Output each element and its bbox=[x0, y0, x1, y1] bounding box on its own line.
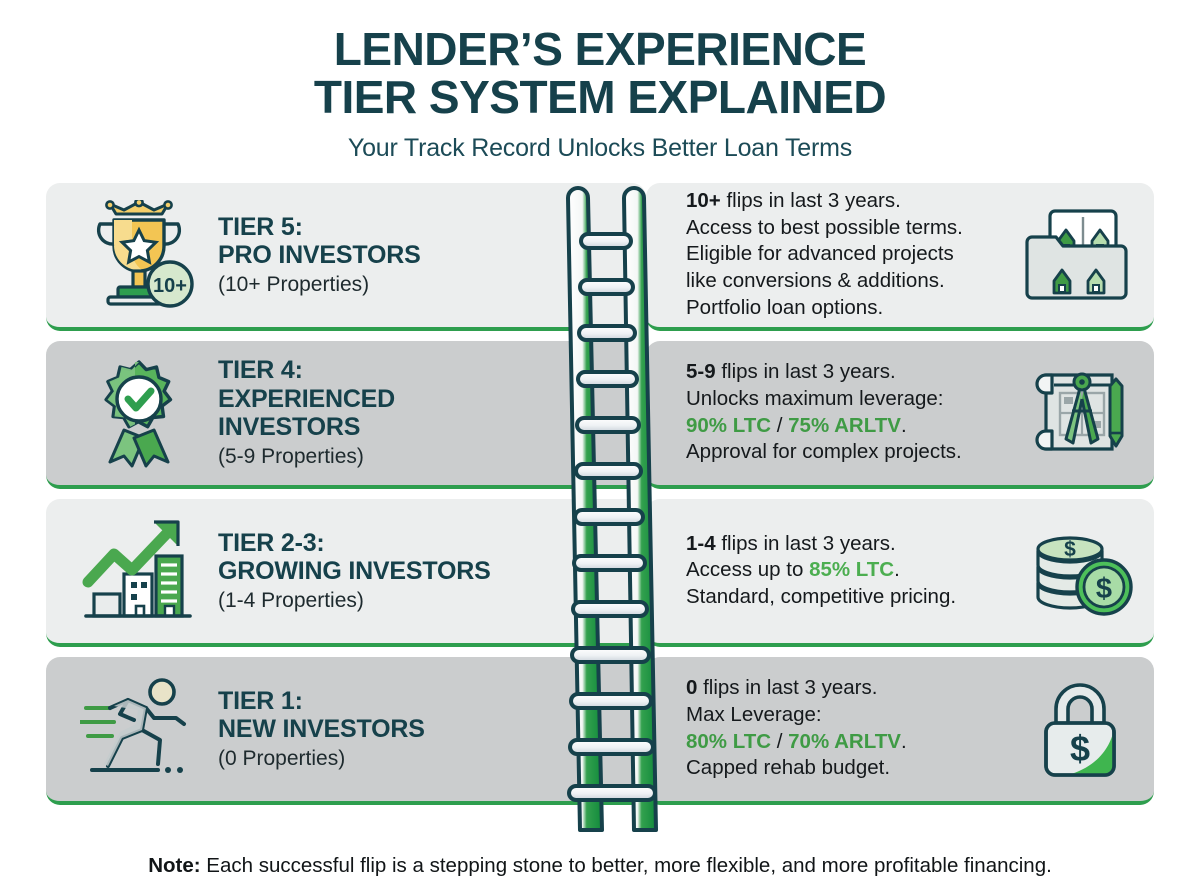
blueprint-compass-icon bbox=[1024, 361, 1136, 465]
tier-1-description: 0 flips in last 3 years. Max Leverage: 8… bbox=[686, 675, 1018, 782]
page-subtitle: Your Track Record Unlocks Better Loan Te… bbox=[347, 133, 853, 162]
trophy-icon: 10+ bbox=[80, 199, 198, 310]
tier-2-3-desc-bold: 1-4 bbox=[686, 531, 716, 555]
tier-4-desc-line2: Unlocks maximum leverage: bbox=[686, 387, 944, 411]
page-title-line2: TIER SYSTEM EXPLAINED bbox=[313, 70, 887, 123]
tier-4-right-card[interactable]: 5-9 flips in last 3 years. Unlocks maxim… bbox=[646, 340, 1154, 489]
tier-1-ltc-value: 80% LTC bbox=[686, 729, 772, 753]
tier-1-desc-bold: 0 bbox=[686, 676, 698, 700]
tier-4-heading-line1: TIER 4: bbox=[218, 356, 303, 385]
tier-2-3-text: TIER 2-3: GROWING INVESTORS (1-4 Propert… bbox=[218, 529, 491, 613]
tier-1-tail: . bbox=[900, 729, 907, 753]
tier-2-3-tail: . bbox=[894, 558, 900, 582]
footer-note: Note: Each successful flip is a stepping… bbox=[0, 854, 1200, 878]
award-badge-icon bbox=[80, 358, 198, 468]
coin-stack-icon: $ $ bbox=[1024, 519, 1136, 623]
tier-1-right-card[interactable]: 0 flips in last 3 years. Max Leverage: 8… bbox=[646, 656, 1154, 805]
tier-row-1: TIER 1: NEW INVESTORS (0 Properties) 0 f… bbox=[46, 656, 1154, 805]
tier-4-tail: . bbox=[900, 413, 907, 437]
tier-row-2-3: TIER 2-3: GROWING INVESTORS (1-4 Propert… bbox=[46, 498, 1154, 647]
tier-1-desc-line4: Capped rehab budget. bbox=[686, 756, 891, 780]
tier-4-desc-line4: Approval for complex projects. bbox=[686, 440, 962, 464]
tier-1-properties: (0 Properties) bbox=[218, 746, 346, 770]
padlock-dollar-icon: $ bbox=[1024, 677, 1136, 781]
growth-chart-icon bbox=[80, 516, 198, 626]
footer-note-text: Each successful flip is a stepping stone… bbox=[200, 854, 1052, 877]
tier-1-desc-line2: Max Leverage: bbox=[686, 703, 822, 727]
trophy-badge-label: 10+ bbox=[153, 275, 187, 297]
svg-text:$: $ bbox=[1064, 538, 1076, 561]
tier-5-heading-line1: TIER 5: bbox=[218, 212, 303, 241]
svg-text:$: $ bbox=[1096, 573, 1112, 605]
tier-1-heading-line1: TIER 1: bbox=[218, 686, 303, 715]
tier-1-arltv-value: 70% ARLTV bbox=[788, 729, 901, 753]
tier-2-3-desc-line3: Standard, competitive pricing. bbox=[686, 584, 957, 608]
tier-2-3-desc-pre: Access up to bbox=[686, 558, 810, 582]
tier-1-text: TIER 1: NEW INVESTORS (0 Properties) bbox=[218, 687, 425, 771]
tier-5-desc-bold: 10+ bbox=[686, 189, 721, 213]
tier-5-description: 10+ flips in last 3 years. Access to bes… bbox=[686, 188, 1018, 321]
tier-2-3-properties: (1-4 Properties) bbox=[218, 588, 364, 612]
tier-1-sep: / bbox=[771, 729, 789, 753]
tier-2-3-ltc-value: 85% LTC bbox=[809, 558, 895, 582]
footer-note-label: Note: bbox=[148, 854, 201, 877]
tier-5-left-card[interactable]: 10+ TIER 5: PRO INVESTORS (10+ Propertie… bbox=[46, 182, 646, 331]
tier-4-description: 5-9 flips in last 3 years. Unlocks maxim… bbox=[686, 359, 1018, 466]
tier-row-4: TIER 4: EXPERIENCED INVESTORS (5-9 Prope… bbox=[46, 340, 1154, 489]
tier-5-text: TIER 5: PRO INVESTORS (10+ Properties) bbox=[218, 213, 421, 297]
ladder-graphic bbox=[520, 186, 690, 838]
portfolio-folder-icon bbox=[1024, 203, 1136, 307]
tier-4-properties: (5-9 Properties) bbox=[218, 444, 364, 468]
tier-5-heading-line2: PRO INVESTORS bbox=[218, 241, 421, 270]
tier-2-3-description: 1-4 flips in last 3 years. Access up to … bbox=[686, 531, 1018, 611]
tier-4-arltv-value: 75% ARLTV bbox=[788, 413, 901, 437]
tier-1-left-card[interactable]: TIER 1: NEW INVESTORS (0 Properties) bbox=[46, 656, 646, 805]
runner-icon bbox=[80, 674, 198, 784]
tier-rows: 10+ TIER 5: PRO INVESTORS (10+ Propertie… bbox=[0, 182, 1200, 805]
tier-2-3-heading-line2: GROWING INVESTORS bbox=[218, 557, 491, 586]
tier-4-heading-line3: INVESTORS bbox=[218, 413, 361, 442]
tier-4-heading-line2: EXPERIENCED bbox=[218, 384, 396, 413]
tier-2-3-desc-rest: flips in last 3 years. bbox=[715, 531, 896, 555]
tier-1-desc-rest: flips in last 3 years. bbox=[697, 676, 878, 700]
tier-4-left-card[interactable]: TIER 4: EXPERIENCED INVESTORS (5-9 Prope… bbox=[46, 340, 646, 489]
tier-5-right-card[interactable]: 10+ flips in last 3 years. Access to bes… bbox=[646, 182, 1154, 331]
tier-4-text: TIER 4: EXPERIENCED INVESTORS (5-9 Prope… bbox=[218, 356, 395, 469]
tier-4-desc-rest: flips in last 3 years. bbox=[715, 360, 896, 384]
tier-2-3-left-card[interactable]: TIER 2-3: GROWING INVESTORS (1-4 Propert… bbox=[46, 498, 646, 647]
tier-5-desc-rest: flips in last 3 years. bbox=[720, 189, 901, 213]
tier-4-ltc-value: 90% LTC bbox=[686, 413, 772, 437]
tier-4-sep: / bbox=[771, 413, 789, 437]
tier-4-desc-bold: 5-9 bbox=[686, 360, 716, 384]
tier-5-properties: (10+ Properties) bbox=[218, 272, 370, 296]
tier-5-desc-line2: Access to best possible terms. bbox=[686, 215, 963, 239]
tier-2-3-right-card[interactable]: 1-4 flips in last 3 years. Access up to … bbox=[646, 498, 1154, 647]
tier-row-5: 10+ TIER 5: PRO INVESTORS (10+ Propertie… bbox=[46, 182, 1154, 331]
header: LENDER’S EXPERIENCE TIER SYSTEM EXPLAINE… bbox=[0, 0, 1200, 163]
page-title-line1: LENDER’S EXPERIENCE bbox=[333, 23, 867, 75]
tier-5-desc-line5: Portfolio loan options. bbox=[686, 295, 884, 319]
svg-text:$: $ bbox=[1070, 728, 1090, 769]
tier-5-desc-line3: Eligible for advanced projects bbox=[686, 242, 954, 266]
tier-1-heading-line2: NEW INVESTORS bbox=[218, 715, 425, 744]
tier-2-3-heading-line1: TIER 2-3: bbox=[218, 528, 325, 557]
tier-5-desc-line4: like conversions & additions. bbox=[686, 268, 945, 292]
